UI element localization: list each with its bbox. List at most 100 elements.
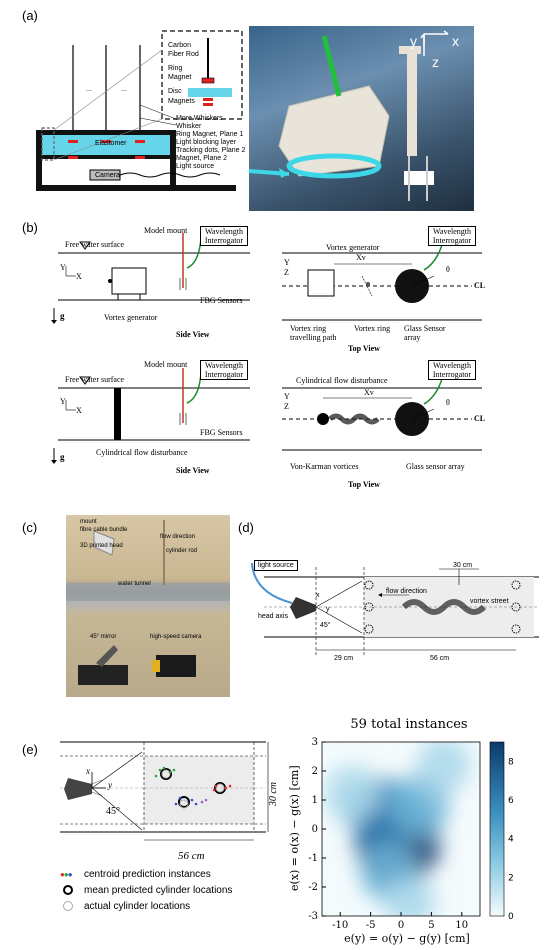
c-mount: mount	[80, 519, 97, 525]
b3-cyl-dist: Cylindrical flow disturbance	[96, 448, 188, 457]
axis-label-y: y	[410, 33, 417, 49]
panel-label-d: (d)	[238, 520, 254, 535]
panel-d-diagram	[251, 562, 539, 657]
tunnel-photo-overlay	[66, 520, 230, 685]
panel-label-b: (b)	[22, 220, 38, 235]
x-tick-label: 0	[398, 920, 404, 931]
b4-glass-array: Glass sensor array	[406, 462, 465, 471]
colorbar-tick-label: 8	[508, 757, 514, 767]
c-cyl-rod: cylinder rod	[166, 548, 198, 554]
b1-vortex-gen: Vortex generator	[104, 313, 158, 322]
d-56cm: 56 cm	[430, 655, 450, 662]
chart-xlabel: e(y) = o(y) − g(y) [cm]	[344, 932, 470, 945]
panel-b-diagrams	[51, 233, 482, 464]
inset-label-magnets: Magnets	[168, 98, 195, 105]
panel-label-e: (e)	[22, 742, 38, 757]
x-tick-label: -10	[332, 920, 348, 931]
b4-von-karman: Von-Karman vortices	[290, 462, 359, 471]
b2-xv: Xv	[356, 253, 366, 262]
b4-z: Z	[284, 402, 289, 411]
inset-label-carbon: Carbon	[168, 42, 191, 49]
y-tick-label: -3	[308, 911, 318, 922]
axis-label-z: z	[432, 54, 439, 70]
inset-label-disc: Disc	[168, 88, 182, 95]
b1-side-view: Side View	[176, 330, 210, 339]
b1-y: Y	[60, 263, 66, 272]
b1-free-surface: Free water surface	[65, 240, 125, 249]
centroid-dots-icon: ●●●	[60, 869, 72, 879]
b2-cl: CL	[474, 281, 486, 290]
chart-ylabel: e(x) = o(x) − g(x) [cm]	[288, 765, 301, 891]
b4-theta: θ	[446, 398, 450, 407]
legend-mean-label: mean predicted cylinder locations	[84, 884, 233, 896]
b1-g: g	[60, 311, 65, 321]
inset-label-magnet: Magnet	[168, 74, 192, 81]
b1-fbg: FBG Sensors	[200, 296, 243, 305]
x-tick-label: -5	[366, 920, 376, 931]
b1-x: X	[76, 272, 82, 281]
label-more-whiskers: More Whiskers	[176, 115, 223, 122]
label-tracking-dots: Tracking dots, Plane 2	[176, 147, 246, 154]
d-flow: flow direction	[386, 588, 427, 595]
y-tick-label: 2	[312, 766, 318, 777]
b3-wavelength-box: Wavelength Interrogator	[200, 360, 248, 380]
b2-wavelength-box: Wavelength Interrogator	[428, 226, 476, 246]
e-56cm: 56 cm	[178, 850, 205, 862]
colorbar-tick-label: 6	[508, 796, 514, 806]
b4-top-view: Top View	[348, 480, 380, 489]
d-x: x	[316, 592, 320, 599]
e-30cm: 30 cm	[268, 782, 279, 807]
b4-y: Y	[284, 392, 290, 401]
chart-title: 59 total instances	[350, 717, 468, 732]
e-legend: ●●● centroid prediction instances mean p…	[60, 866, 232, 914]
heatmap-blob	[416, 742, 471, 794]
d-y: y	[326, 606, 330, 613]
panel-e-diagram	[60, 741, 269, 841]
y-tick-label: -1	[308, 853, 318, 864]
d-angle: 45°	[320, 622, 331, 629]
b3-y: Y	[60, 397, 66, 406]
heatmap-blob	[384, 874, 436, 916]
mean-circle-icon	[63, 885, 73, 895]
b2-vortex-ring: Vortex ring	[354, 324, 391, 333]
d-30cm: 30 cm	[453, 562, 473, 569]
b2-vortex-gen: Vortex generator	[326, 243, 380, 252]
e-x: x	[86, 766, 90, 776]
x-tick-label: 10	[455, 920, 468, 931]
legend-item-centroid: ●●● centroid prediction instances	[60, 866, 232, 882]
legend-item-actual: actual cylinder locations	[60, 898, 232, 914]
b3-g: g	[60, 452, 65, 462]
d-light-source-box: light source	[254, 560, 298, 571]
b4-xv: Xv	[364, 388, 374, 397]
sensor-photo-overlay	[248, 30, 449, 201]
b3-fbg: FBG Sensors	[200, 428, 243, 437]
c-camera: high-speed camera	[150, 634, 202, 640]
c-flow: flow direction	[160, 534, 196, 540]
c-head: 3D printed head	[80, 543, 123, 549]
e-y: y	[108, 780, 112, 790]
legend-centroid-label: centroid prediction instances	[84, 868, 211, 880]
x-tick-label: 5	[428, 920, 434, 931]
b2-z: Z	[284, 268, 289, 277]
b4-wavelength-box: Wavelength Interrogator	[428, 360, 476, 380]
legend-actual-label: actual cylinder locations	[84, 900, 191, 912]
label-ring-magnet: Ring Magnet, Plane 1	[176, 131, 244, 138]
heatmap-blob	[324, 765, 381, 824]
colorbar-tick-label: 4	[508, 835, 514, 845]
actual-circle-icon	[63, 901, 73, 911]
b2-glass-array: Glass Sensor array	[404, 324, 446, 342]
y-tick-label: -2	[308, 882, 318, 893]
panel-label-c: (c)	[22, 520, 38, 535]
b1-model-mount: Model mount	[144, 226, 188, 235]
b1-wavelength-box: Wavelength Interrogator	[200, 226, 248, 246]
inset-label-ring: Ring	[168, 65, 183, 72]
c-mirror: 45° mirror	[90, 634, 117, 640]
b3-x: X	[76, 406, 82, 415]
b2-top-view: Top View	[348, 344, 380, 353]
b2-theta: θ	[446, 265, 450, 274]
label-light-source: Light source	[176, 163, 215, 170]
b2-vortex-path: Vortex ring travelling path	[290, 324, 337, 342]
y-tick-label: 0	[312, 824, 318, 835]
whisker-dots-2: ...	[121, 86, 127, 93]
